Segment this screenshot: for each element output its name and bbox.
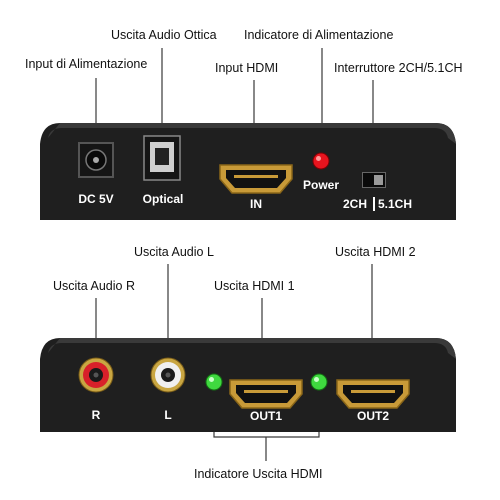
- optical-label: Optical: [142, 192, 184, 206]
- l-label: L: [164, 408, 172, 422]
- hdmi-in-label: IN: [250, 197, 262, 211]
- callout-power-input: Input di Alimentazione: [25, 57, 148, 71]
- callout-hdmi-input: Input HDMI: [215, 61, 279, 75]
- callout-hdmi-out-indicator: Indicatore Uscita HDMI: [194, 467, 323, 481]
- hdmi-port-icon[interactable]: [218, 162, 294, 196]
- slide-switch-icon[interactable]: [362, 172, 386, 188]
- callout-optical-out: Uscita Audio Ottica: [111, 28, 217, 42]
- callout-hdmi-out2: Uscita HDMI 2: [335, 245, 416, 259]
- output-led-1-icon: [205, 373, 223, 391]
- top-panel: DC 5V Optical IN Power 2CH 5.1CH: [38, 120, 458, 220]
- out2-label: OUT2: [356, 409, 390, 423]
- bottom-panel-edge: [48, 338, 456, 359]
- top-panel-edge: [48, 123, 456, 144]
- bottom-panel: R L OUT1 OUT2: [38, 335, 458, 432]
- power-label: Power: [302, 178, 340, 192]
- power-led-icon: [312, 152, 330, 170]
- callout-hdmi-out1: Uscita HDMI 1: [214, 279, 295, 293]
- optical-port-icon[interactable]: [143, 135, 181, 181]
- callout-switch: Interruttore 2CH/5.1CH: [334, 61, 463, 75]
- output-led-2-icon: [310, 373, 328, 391]
- out1-label: OUT1: [249, 409, 283, 423]
- dc-jack-icon[interactable]: [78, 142, 114, 178]
- callout-power-indicator: Indicatore di Alimentazione: [244, 28, 394, 42]
- callout-audio-l: Uscita Audio L: [134, 245, 214, 259]
- r-label: R: [91, 408, 101, 422]
- switch-2ch-label: 2CH: [342, 197, 368, 211]
- rca-l-jack-icon[interactable]: [150, 357, 186, 393]
- switch-label-divider: [373, 197, 375, 211]
- callout-audio-r: Uscita Audio R: [53, 279, 135, 293]
- switch-51ch-label: 5.1CH: [377, 197, 413, 211]
- hdmi-out1-port-icon[interactable]: [228, 377, 304, 411]
- dc-5v-label: DC 5V: [78, 192, 114, 206]
- hdmi-out2-port-icon[interactable]: [335, 377, 411, 411]
- rca-r-jack-icon[interactable]: [78, 357, 114, 393]
